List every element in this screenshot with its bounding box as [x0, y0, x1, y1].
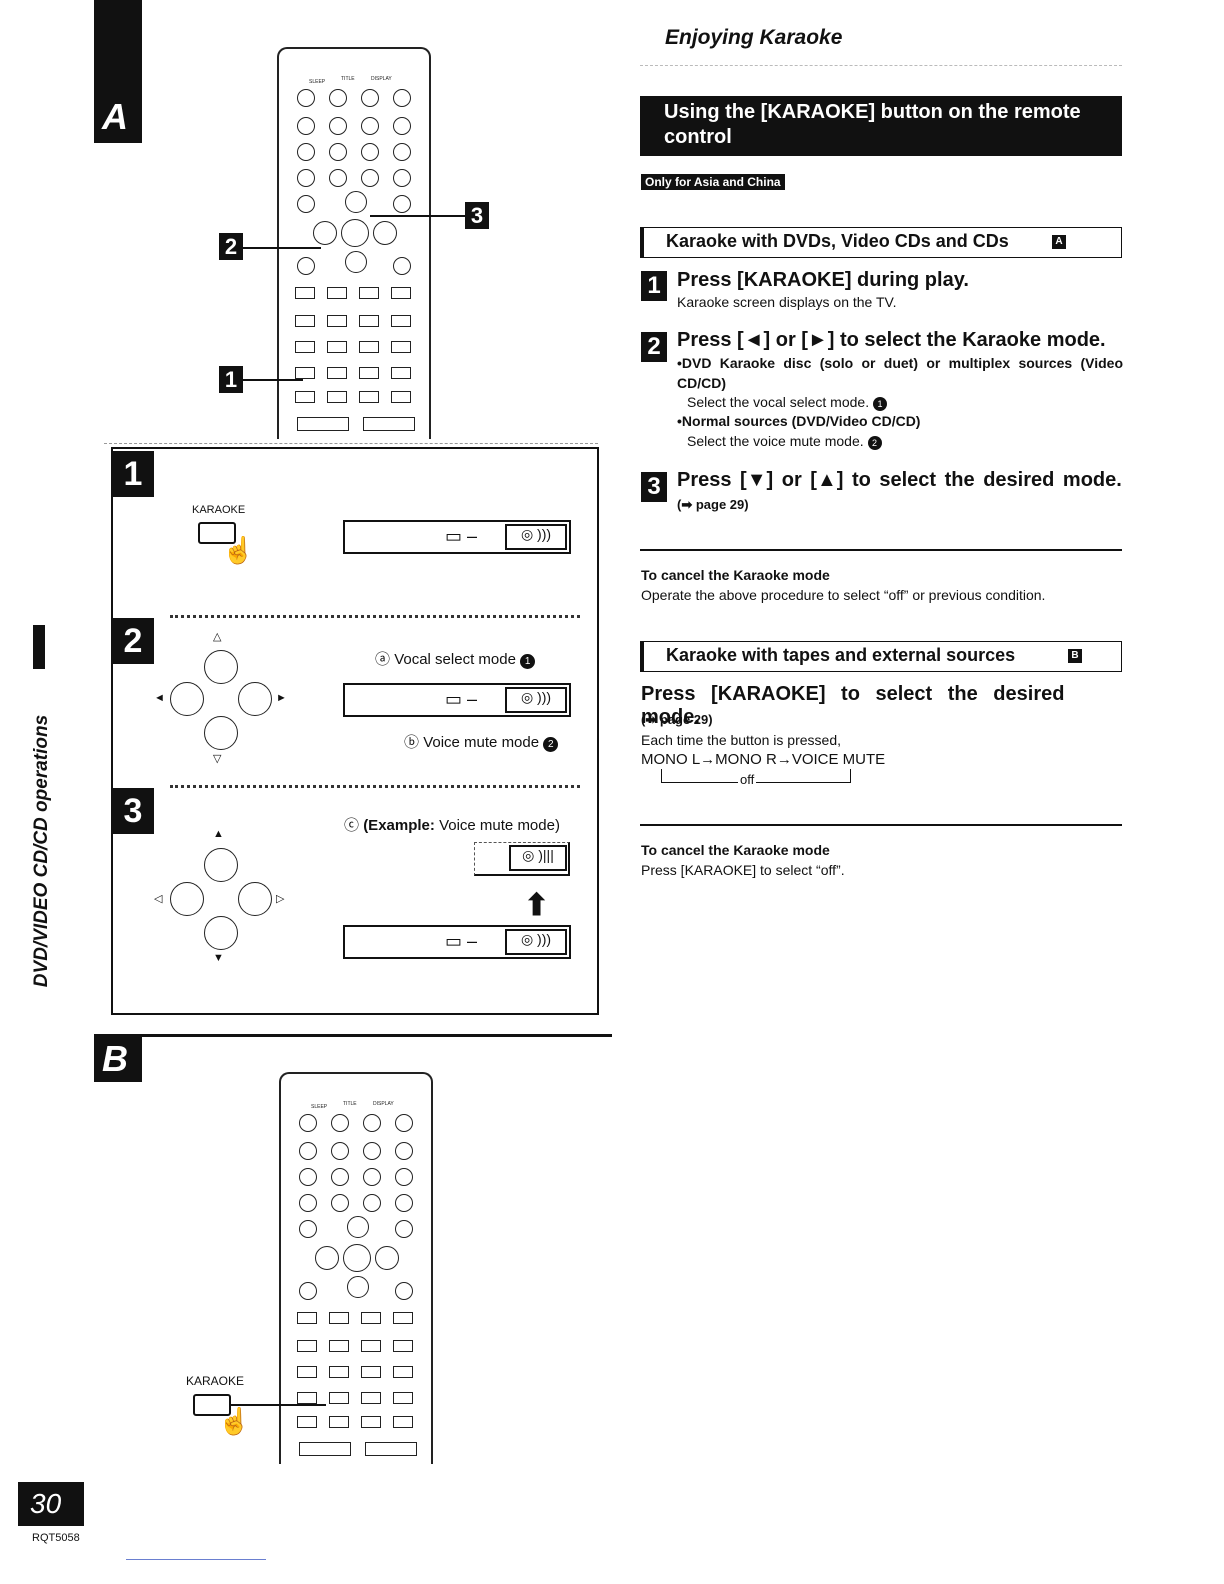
section2-line1: Each time the button is pressed,	[641, 732, 841, 748]
tab-a-label: A	[102, 96, 128, 137]
mode-icon-small: ◎ )|||	[474, 842, 570, 876]
karaoke-button-1[interactable]	[198, 522, 236, 544]
vocal-select-label: ⓐ Vocal select mode 1	[375, 650, 536, 670]
screen-icon: ▭ –	[445, 931, 478, 951]
banner-title: Using the [KARAOKE] button on the remote…	[664, 101, 1081, 148]
illus-step-1: 1	[112, 451, 154, 497]
bullet2-mark: 2	[867, 436, 882, 450]
step-3-ref: (➡ page 29)	[677, 497, 749, 512]
screen-display-3: ▭ – ◎ )))	[343, 925, 571, 959]
example-label: ⓒ (Example: Voice mute mode)	[344, 814, 560, 835]
illus-step-3: 3	[112, 788, 154, 834]
step-1-title: Press [KARAOKE] during play.	[677, 269, 969, 291]
callout-1-a: 1	[219, 366, 243, 393]
dots-divider-2	[170, 785, 580, 788]
section2-ref: (➡ page 29)	[641, 712, 713, 727]
title-rule	[640, 65, 1122, 66]
section2-heading-ref: B	[1068, 649, 1082, 663]
screen-icon: ▭ –	[445, 526, 478, 546]
dashed-divider-top	[104, 443, 598, 444]
section1-rule	[640, 549, 1122, 551]
section1-heading-ref: A	[1052, 235, 1066, 249]
bullet1-mark: 1	[873, 397, 887, 411]
region-badge: Only for Asia and China	[641, 174, 785, 190]
step-2-bullet2: •Normal sources (DVD/Video CD/CD)	[677, 413, 921, 429]
screen-display-1: ▭ – ◎ )))	[343, 520, 571, 554]
label-b-key: ⓑ	[404, 734, 420, 751]
callout-2-a: 2	[219, 233, 243, 260]
illus-step-2: 2	[112, 618, 154, 664]
cycle-off: off	[738, 772, 757, 787]
section1-cancel-text: Operate the above procedure to select “o…	[641, 587, 1046, 603]
illustration-panel	[111, 447, 599, 1015]
karaoke-leader-line	[231, 1404, 326, 1406]
screen-display-2: ▭ – ◎ )))	[343, 683, 571, 717]
doc-code: RQT5058	[32, 1532, 80, 1544]
direction-pad-2[interactable]: △ ◄ ► ▽	[154, 631, 287, 765]
section2-rule	[640, 824, 1122, 826]
section1-heading-box: Karaoke with DVDs, Video CDs and CDs A	[640, 227, 1122, 258]
tab-b: B	[94, 1034, 142, 1082]
bullet1-sub-text: Select the vocal select mode.	[687, 394, 870, 410]
callout-line-2	[243, 247, 321, 249]
karaoke-mode-icon: ◎ )))	[505, 524, 567, 550]
up-arrow-icon: ⬆	[524, 889, 550, 922]
section1-heading: Karaoke with DVDs, Video CDs and CDs	[666, 231, 1009, 251]
footer-rule	[126, 1559, 266, 1560]
label-a-text: Vocal select mode	[394, 651, 516, 668]
tab-b-rule	[94, 1034, 612, 1037]
label-b-mark: 2	[543, 737, 559, 752]
callout-3-a: 3	[465, 202, 489, 229]
bullet2-sub-text: Select the voice mute mode.	[687, 433, 864, 449]
step-2-num: 2	[641, 332, 667, 362]
side-bar	[33, 625, 45, 669]
section-title: Enjoying Karaoke	[665, 26, 843, 49]
tab-a: A	[94, 0, 142, 143]
step-3-title: Press [▼] or [▲] to select the desired m…	[677, 469, 1122, 491]
karaoke-button-b[interactable]	[193, 1394, 231, 1416]
tab-b-label: B	[102, 1038, 128, 1079]
screen-icon: ▭ –	[445, 689, 478, 709]
step-2-title: Press [◄] or [►] to select the Karaoke m…	[677, 329, 1106, 351]
label-c-prefix: (Example:	[363, 817, 435, 834]
step-2-bullet1: •DVD Karaoke disc (solo or duet) or mult…	[677, 355, 1123, 391]
section1-cancel-title: To cancel the Karaoke mode	[641, 567, 830, 583]
label-c-key: ⓒ	[344, 817, 360, 834]
callout-line-3	[370, 215, 465, 217]
karaoke-label-1: KARAOKE	[192, 504, 246, 516]
section2-heading: Karaoke with tapes and external sources	[666, 645, 1016, 665]
label-a-mark: 1	[520, 654, 536, 669]
section2-title: Press [KARAOKE] to select the desired mo…	[641, 683, 1065, 728]
section2-cancel-title: To cancel the Karaoke mode	[641, 842, 830, 858]
dots-divider-1	[170, 615, 580, 618]
direction-pad-3[interactable]: ▲ ◁ ▷ ▼	[154, 828, 285, 964]
voice-mute-label: ⓑ Voice mute mode 2	[404, 733, 559, 753]
section2-cancel-text: Press [KARAOKE] to select “off”.	[641, 862, 845, 878]
hand-icon-b: ☝	[218, 1406, 251, 1436]
step-3-num: 3	[641, 472, 667, 502]
label-b-text: Voice mute mode	[423, 734, 540, 751]
label-c-rest: Voice mute mode)	[439, 817, 560, 834]
banner: Using the [KARAOKE] button on the remote…	[640, 96, 1122, 156]
page-number: 30	[30, 1488, 62, 1519]
step-1-num: 1	[641, 271, 667, 301]
section2-heading-box: Karaoke with tapes and external sources …	[640, 641, 1122, 672]
step-1-line: Karaoke screen displays on the TV.	[677, 294, 897, 310]
karaoke-mode-icon: ◎ )))	[505, 687, 567, 713]
callout-line-1	[243, 379, 303, 381]
karaoke-mode-icon: ◎ )))	[505, 929, 567, 955]
hand-icon: ☝	[222, 535, 255, 565]
karaoke-label-b: KARAOKE	[186, 1374, 245, 1388]
page-number-box: 30	[18, 1482, 84, 1526]
section2-cycle: MONO L→MONO R→VOICE MUTE	[641, 751, 886, 768]
step-2-bullet1-sub: Select the vocal select mode. 1	[687, 394, 887, 411]
step-2-bullet2-sub: Select the voice mute mode. 2	[687, 433, 882, 450]
label-a-key: ⓐ	[375, 651, 391, 668]
side-label: DVD/VIDEO CD/CD operations	[31, 714, 52, 988]
